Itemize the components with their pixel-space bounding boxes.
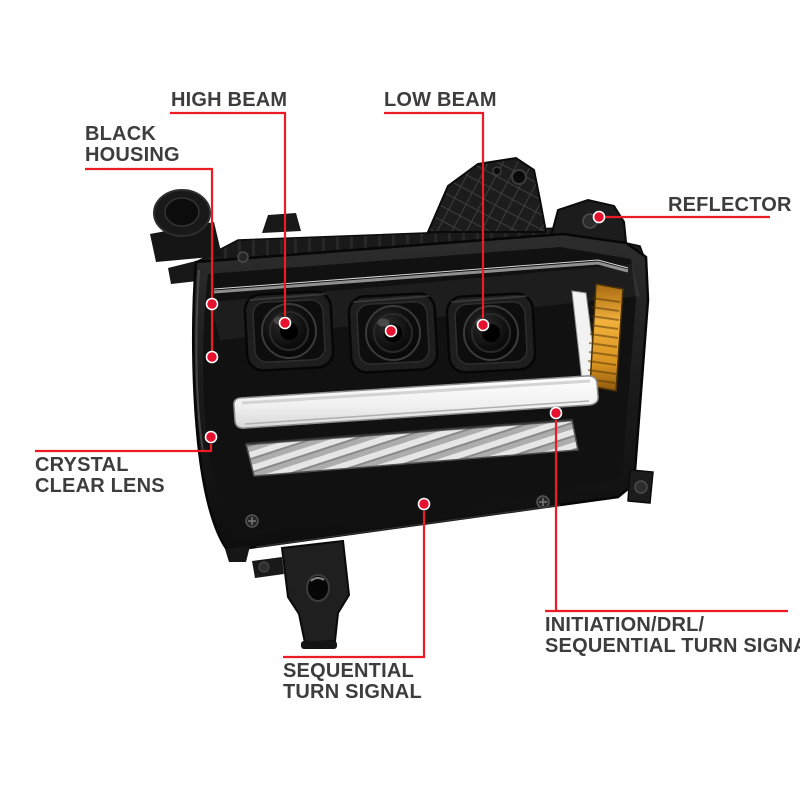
callout-line-crystal-clear-lens — [35, 444, 213, 453]
projector-right — [444, 291, 538, 375]
mounting-bracket-bottom — [252, 539, 351, 649]
sequential-turn-signal-text-line2: TURN SIGNAL — [283, 681, 422, 703]
callout-dot-initiation-drl — [549, 406, 563, 420]
initiation-drl-text-line1: INITIATION/DRL/ — [545, 614, 705, 636]
callout-dots — [204, 210, 606, 511]
callout-line-low-beam — [384, 111, 485, 318]
callout-line-black-housing — [85, 167, 214, 357]
mounting-bracket-top — [426, 156, 548, 233]
high-beam-text: HIGH BEAM — [171, 89, 288, 111]
low-beam-text: LOW BEAM — [384, 89, 497, 111]
callout-label-crystal-clear-lens: CRYSTAL CLEAR LENS — [35, 455, 165, 497]
callout-dot-sequential-turn-signal — [417, 497, 431, 511]
left-tab — [168, 261, 198, 284]
callout-label-initiation-drl: INITIATION/DRL/ SEQUENTIAL TURN SIGNAL — [545, 615, 800, 657]
amber-reflector — [586, 283, 624, 392]
callout-dot-low-beam — [476, 318, 490, 332]
headlight — [150, 156, 654, 649]
sequential-turn-signal-text-line1: SEQUENTIAL — [283, 660, 414, 682]
callout-dot-black-housing-upper — [205, 297, 219, 311]
bottom-edge-highlight — [255, 504, 561, 548]
bottom-left-tab — [225, 546, 250, 562]
drl-bar — [233, 375, 599, 429]
callout-dot-reflector — [592, 210, 606, 224]
callout-line-sequential-turn-signal — [283, 511, 426, 659]
callout-dot-high-beam — [278, 316, 292, 330]
callout-line-high-beam — [170, 111, 287, 316]
callout-dot-middle-projector — [384, 324, 398, 338]
crystal-clear-lens-text-line2: CLEAR LENS — [35, 475, 165, 497]
callout-label-sequential-turn-signal: SEQUENTIAL TURN SIGNAL — [283, 661, 422, 703]
callout-line-initiation-drl — [545, 420, 788, 613]
top-tab — [262, 213, 301, 233]
callout-lines — [35, 111, 788, 659]
crystal-clear-lens-text-line1: CRYSTAL — [35, 454, 129, 476]
black-housing-text-line2: HOUSING — [85, 144, 180, 166]
initiation-drl-text-line2: SEQUENTIAL TURN SIGNAL — [545, 635, 800, 657]
callout-dot-crystal-clear-lens — [204, 430, 218, 444]
reflector-text: REFLECTOR — [668, 194, 792, 216]
projector-left — [242, 289, 336, 373]
black-housing-text-line1: BLACK — [85, 123, 156, 145]
callout-label-high-beam: HIGH BEAM — [171, 90, 287, 111]
callout-label-low-beam: LOW BEAM — [384, 90, 497, 111]
adjuster-cap — [150, 189, 222, 262]
callout-label-reflector: REFLECTOR — [668, 195, 792, 216]
screws — [237, 251, 550, 528]
mounting-tab-bottom-right — [627, 469, 654, 504]
left-edge-highlight — [195, 269, 204, 453]
callout-label-black-housing: BLACK HOUSING — [85, 124, 180, 166]
callout-dot-black-housing-lower — [205, 350, 219, 364]
chrome-accent-strip — [213, 259, 629, 294]
turn-signal-strip — [245, 418, 579, 477]
